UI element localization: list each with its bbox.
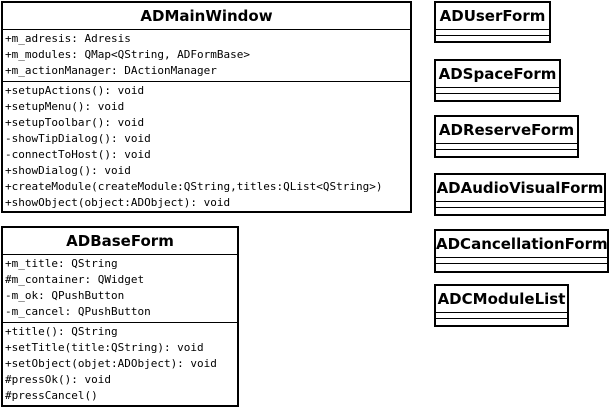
method: +setTitle(title:QString): void: [5, 341, 204, 354]
method: +title(): QString: [5, 325, 118, 338]
method: -connectToHost(): void: [5, 148, 151, 161]
attribute: +m_modules: QMap<QString, ADFormBase>: [5, 48, 251, 61]
methods-section: [436, 150, 577, 155]
class-name: ADUserForm: [436, 3, 549, 30]
class-name: ADCancellationForm: [436, 231, 608, 258]
attributes-section: [436, 258, 607, 264]
class-adbaseform: ADBaseForm +m_title: QString #m_containe…: [1, 226, 239, 407]
methods-section: [436, 36, 549, 41]
attribute: +m_adresis: Adresis: [5, 32, 131, 45]
methods-section: +setupActions(): void +setupMenu(): void…: [3, 82, 410, 213]
method: +setupMenu(): void: [5, 100, 125, 113]
methods-section: [436, 319, 567, 324]
class-name: ADSpaceForm: [436, 61, 559, 88]
class-aduserform: ADUserForm: [434, 1, 551, 43]
attributes-section: [436, 313, 567, 319]
attribute: -m_ok: QPushButton: [5, 289, 125, 302]
class-name: ADReserveForm: [436, 117, 577, 144]
method: #pressCancel(): [5, 389, 98, 402]
methods-section: [436, 264, 607, 269]
attribute: -m_cancel: QPushButton: [5, 305, 151, 318]
methods-section: [436, 208, 604, 213]
method: +setupToolbar(): void: [5, 116, 145, 129]
class-adcmodulelist: ADCModuleList: [434, 284, 569, 327]
class-name: ADBaseForm: [3, 228, 237, 255]
attribute: +m_actionManager: DActionManager: [5, 64, 217, 77]
attributes-section: [436, 30, 549, 36]
method: +setupActions(): void: [5, 84, 145, 97]
class-adcancellationform: ADCancellationForm: [434, 229, 609, 273]
class-adaudiovisualform: ADAudioVisualForm: [434, 173, 606, 216]
method: +setObject(objet:ADObject): void: [5, 357, 217, 370]
method: +showObject(object:ADObject): void: [5, 196, 231, 209]
attributes-section: [436, 88, 559, 94]
attributes-section: [436, 202, 604, 208]
class-name: ADCModuleList: [436, 286, 567, 313]
method: -showTipDialog(): void: [5, 132, 151, 145]
methods-section: [436, 94, 559, 99]
attributes-section: +m_adresis: Adresis +m_modules: QMap<QSt…: [3, 30, 410, 82]
attribute: #m_container: QWidget: [5, 273, 145, 286]
class-name: ADAudioVisualForm: [436, 175, 604, 202]
method: #pressOk(): void: [5, 373, 111, 386]
attribute: +m_title: QString: [5, 257, 118, 270]
class-adreserveform: ADReserveForm: [434, 115, 579, 158]
attributes-section: [436, 144, 577, 150]
class-name: ADMainWindow: [3, 3, 410, 30]
class-admainwindow: ADMainWindow +m_adresis: Adresis +m_modu…: [1, 1, 412, 213]
method: +createModule(createModule:QString,title…: [5, 180, 383, 193]
methods-section: +title(): QString +setTitle(title:QStrin…: [3, 323, 237, 406]
attributes-section: +m_title: QString #m_container: QWidget …: [3, 255, 237, 323]
class-adspaceform: ADSpaceForm: [434, 59, 561, 102]
method: +showDialog(): void: [5, 164, 131, 177]
